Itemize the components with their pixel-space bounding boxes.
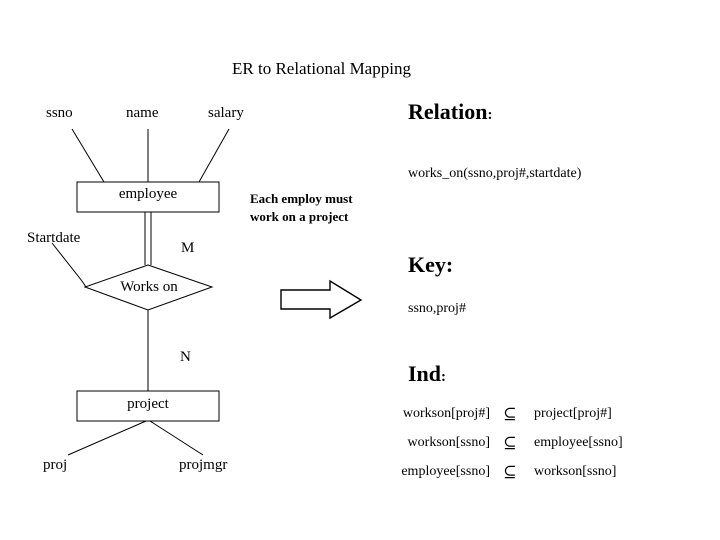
entity-box-project bbox=[76, 390, 220, 422]
page-title: ER to Relational Mapping bbox=[232, 59, 411, 78]
attr-line-ssno bbox=[71, 128, 105, 183]
ind-rhs: workson[ssno] bbox=[534, 463, 617, 479]
ind-heading-colon: : bbox=[441, 369, 447, 385]
constraint-note: Each employ must work on a project bbox=[250, 191, 353, 224]
attribute-label-proj: proj bbox=[43, 457, 68, 473]
attr-line-startdate bbox=[51, 242, 87, 288]
subset-icon: ⊆ bbox=[503, 434, 517, 452]
inclusion-dependency-row: employee[ssno] ⊆ workson[ssno] bbox=[368, 457, 623, 486]
relationship-label-works-on: Works on bbox=[120, 279, 178, 295]
key-value-text: ssno,proj# bbox=[408, 301, 466, 316]
ind-lhs: workson[ssno] bbox=[407, 434, 490, 450]
ind-heading: Ind: bbox=[408, 361, 446, 387]
ind-lhs: employee[ssno] bbox=[401, 463, 490, 479]
ind-rhs: project[proj#] bbox=[534, 405, 612, 421]
relation-schema-text: works_on(ssno,proj#,startdate) bbox=[408, 166, 582, 181]
entity-box-employee bbox=[76, 181, 220, 213]
attribute-label-projmgr: projmgr bbox=[179, 457, 228, 473]
cardinality-label-n: N bbox=[180, 349, 191, 365]
ind-rhs: employee[ssno] bbox=[534, 434, 623, 450]
key-heading: Key: bbox=[408, 252, 454, 277]
attribute-label-name: name bbox=[126, 105, 159, 121]
subset-icon: ⊆ bbox=[503, 463, 517, 481]
cardinality-label-m: M bbox=[181, 240, 195, 256]
attribute-label-startdate: Startdate bbox=[27, 230, 81, 246]
attr-line-proj bbox=[67, 420, 147, 456]
relation-heading-colon: : bbox=[487, 107, 493, 123]
ind-heading-text: Ind bbox=[408, 361, 442, 386]
entity-label-project: project bbox=[127, 396, 169, 412]
attribute-label-salary: salary bbox=[208, 105, 244, 121]
right-block-arrow-icon bbox=[280, 279, 363, 320]
ind-lhs: workson[proj#] bbox=[402, 405, 490, 421]
inclusion-dependency-row: workson[ssno] ⊆ employee[ssno] bbox=[368, 428, 623, 457]
attr-line-salary bbox=[198, 128, 230, 183]
subset-icon: ⊆ bbox=[503, 405, 517, 423]
attr-line-projmgr bbox=[149, 420, 204, 456]
relation-heading: Relation: bbox=[408, 99, 492, 125]
attribute-label-ssno: ssno bbox=[46, 105, 73, 121]
relation-heading-text: Relation bbox=[408, 99, 488, 124]
inclusion-dependency-row: workson[proj#] ⊆ project[proj#] bbox=[368, 399, 623, 428]
inclusion-dependency-list: workson[proj#] ⊆ project[proj#] workson[… bbox=[368, 399, 623, 486]
entity-label-employee: employee bbox=[118, 186, 178, 202]
